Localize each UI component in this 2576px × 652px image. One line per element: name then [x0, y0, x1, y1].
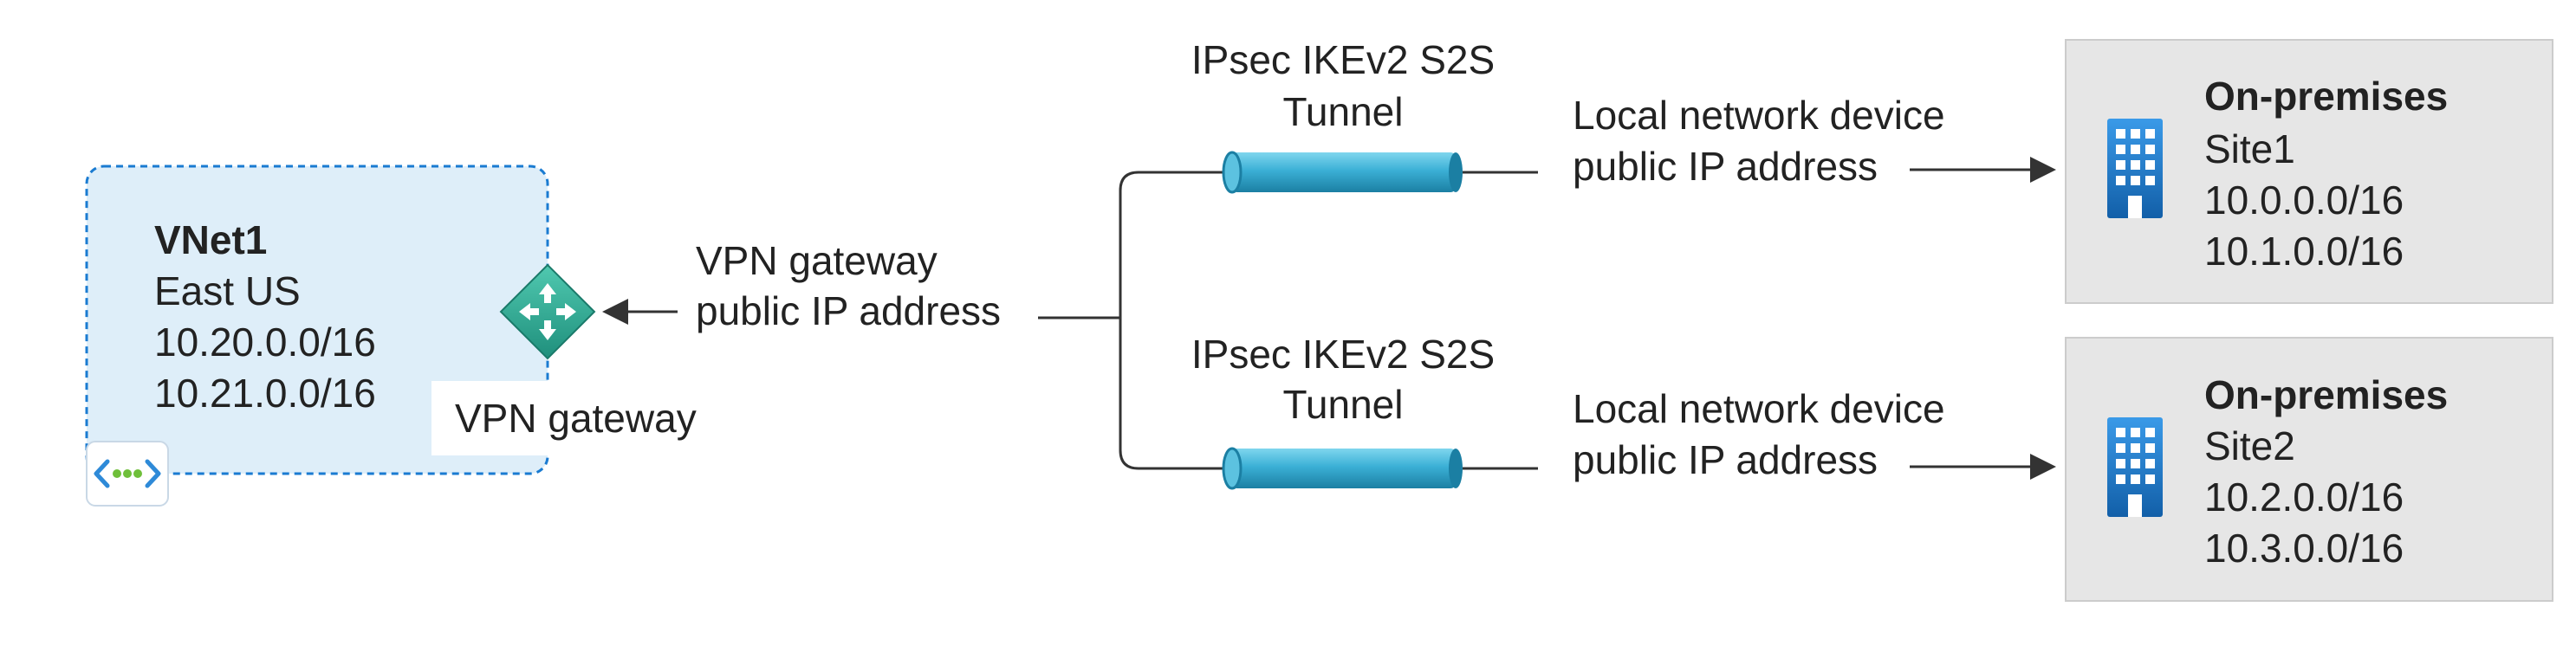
tunnel-1-label-line1: IPsec IKEv2 S2S: [1191, 37, 1496, 82]
vnet-name: VNet1: [154, 217, 268, 262]
local-device-1-line2: public IP address: [1573, 144, 1878, 189]
tunnel-connector-lines: [1038, 171, 1232, 470]
tunnel-2-label-line1: IPsec IKEv2 S2S: [1191, 332, 1496, 377]
tunnel-2-pipe: [1222, 447, 1463, 490]
local-device-1-line1: Local network device: [1573, 93, 1945, 138]
vnet-prefix: 10.21.0.0/16: [154, 371, 376, 416]
site-1-title: On-premises: [2204, 74, 2449, 119]
site-1-name: Site1: [2204, 126, 2295, 171]
local-device-2-line2: public IP address: [1573, 437, 1878, 482]
site-2-prefix: 10.3.0.0/16: [2204, 526, 2404, 571]
site-1-prefix: 10.0.0.0/16: [2204, 178, 2404, 223]
building-icon: [2107, 119, 2163, 218]
gateway-ip-label-line2: public IP address: [696, 288, 1002, 333]
vnet-prefix: 10.20.0.0/16: [154, 320, 376, 365]
tunnel-1-label-line2: Tunnel: [1282, 89, 1404, 134]
gateway-label-background: [431, 381, 700, 455]
gateway-ip-label-line1: VPN gateway: [696, 238, 938, 283]
tunnel-2-label-line2: Tunnel: [1282, 382, 1404, 427]
virtual-network-icon: [86, 441, 169, 507]
site-1-prefix: 10.1.0.0/16: [2204, 229, 2404, 274]
site-2-name: Site2: [2204, 423, 2295, 468]
vpn-gateway-router-icon: [499, 263, 596, 360]
site-2-prefix: 10.2.0.0/16: [2204, 474, 2404, 520]
vpn-gateway-label: VPN gateway: [455, 396, 697, 441]
building-icon: [2107, 417, 2163, 517]
local-device-2-line1: Local network device: [1573, 386, 1945, 431]
site-2-title: On-premises: [2204, 372, 2449, 417]
tunnel-1-pipe: [1222, 151, 1463, 194]
vnet-region: East US: [154, 268, 301, 313]
